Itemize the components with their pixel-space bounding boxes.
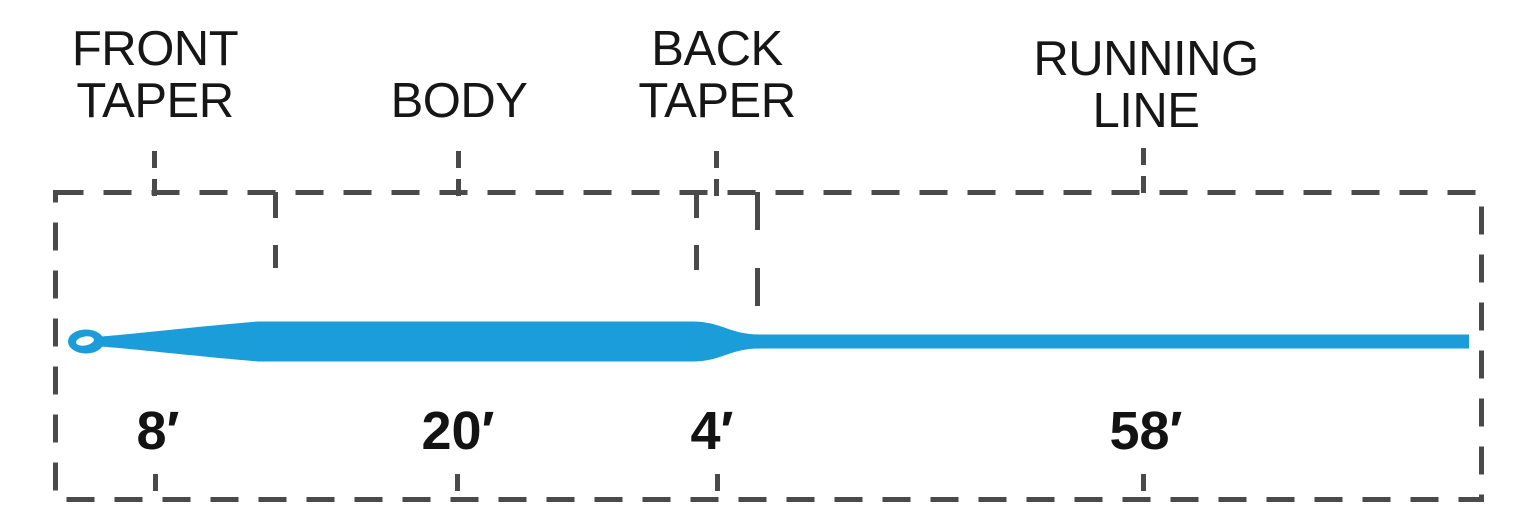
- section-length-back-taper: 4′: [690, 401, 734, 461]
- section-label-front-taper: FRONT TAPER: [71, 22, 239, 128]
- section-label-body: BODY: [391, 23, 528, 127]
- fly-line-shape: [100, 321, 1469, 362]
- section-length-body: 20′: [421, 401, 495, 461]
- section-length-running-line: 58′: [1109, 401, 1183, 461]
- welded-loop-hole: [76, 336, 94, 346]
- section-label-back-taper-text: BACK TAPER: [638, 22, 796, 128]
- section-length-front-taper: 8′: [136, 401, 180, 461]
- section-label-body-text: BODY: [390, 74, 528, 128]
- section-label-back-taper: BACK TAPER: [638, 22, 796, 128]
- section-label-running-line: RUNNING LINE: [1033, 32, 1259, 138]
- section-label-running-line-text: RUNNING LINE: [1033, 32, 1259, 138]
- section-label-front-taper-text: FRONT TAPER: [71, 22, 239, 128]
- dashed-outline-box: [53, 190, 1484, 502]
